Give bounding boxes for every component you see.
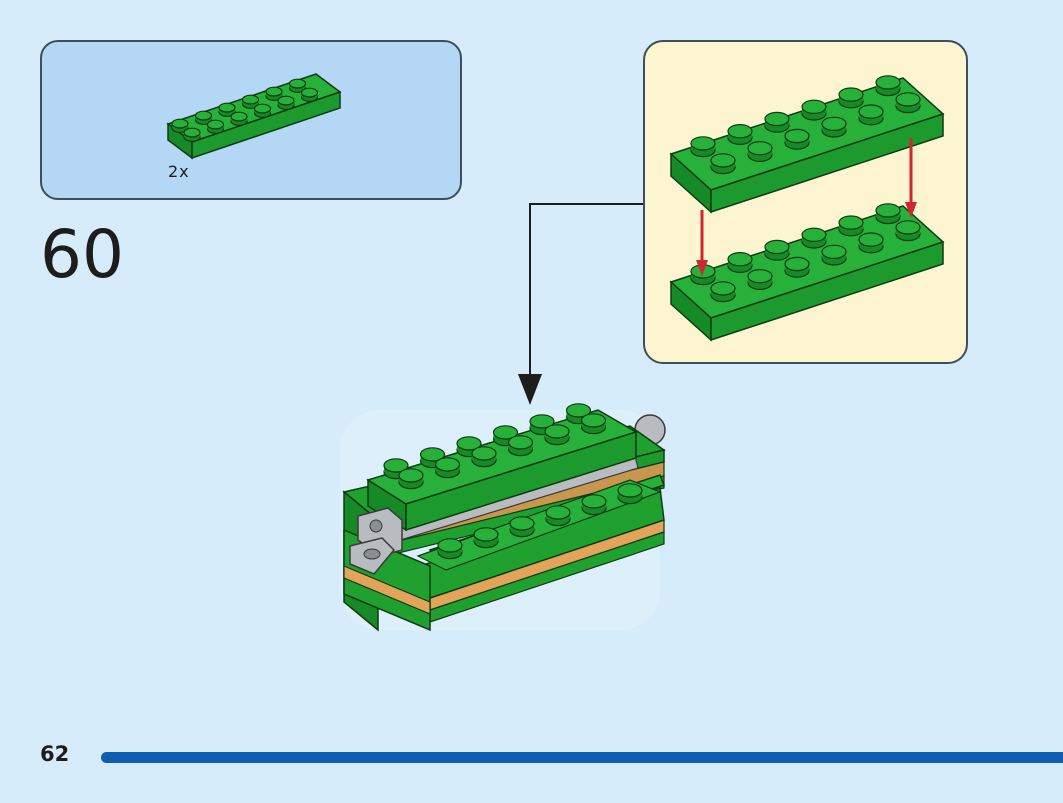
stud (544, 424, 570, 446)
progress-bar (101, 752, 1063, 763)
stud (875, 203, 901, 225)
stud (456, 436, 482, 458)
stud (858, 104, 884, 126)
progress-fill (101, 752, 1063, 763)
stud (183, 127, 201, 142)
stud (253, 103, 272, 118)
step-number: 60 (40, 216, 124, 293)
stud (875, 75, 901, 97)
stud (747, 140, 773, 163)
stud (727, 123, 753, 146)
bottom-plate (669, 203, 945, 342)
stud (784, 128, 810, 150)
stud (288, 78, 307, 94)
green-plate-2x6-icon (166, 73, 342, 160)
stud (545, 505, 571, 527)
stud (434, 457, 461, 479)
stud (838, 87, 864, 109)
stud (895, 220, 921, 242)
stud (383, 458, 409, 480)
stud (801, 227, 827, 249)
stud (473, 527, 499, 549)
stud (727, 251, 753, 273)
stud (398, 468, 424, 490)
stud (764, 111, 790, 133)
parts-list-box: 2x (40, 40, 462, 200)
page-number: 62 (40, 742, 70, 766)
stud (471, 446, 497, 468)
stud (764, 239, 790, 261)
stud (277, 95, 295, 110)
top-plate (669, 75, 945, 214)
stud (581, 494, 607, 516)
stud (747, 268, 773, 290)
stud (821, 244, 847, 266)
stud (710, 281, 736, 303)
stud (895, 92, 921, 114)
stud (419, 447, 446, 469)
stud (171, 118, 189, 133)
stud (194, 110, 213, 125)
stud (801, 99, 827, 121)
stud (858, 232, 884, 254)
callout-assembly (669, 75, 945, 342)
stud (580, 413, 607, 435)
red-arrow-down-icon (696, 210, 708, 276)
callout-box (643, 40, 968, 364)
gray-clip-icon (349, 507, 403, 575)
stud (784, 256, 810, 278)
stud (230, 111, 248, 126)
stud (206, 119, 225, 134)
stud (300, 87, 319, 103)
stud (710, 153, 736, 175)
stud (241, 94, 260, 109)
main-model (340, 403, 666, 632)
stud (265, 86, 283, 102)
stud (690, 136, 716, 158)
stud (838, 215, 864, 237)
stud (507, 435, 534, 457)
stud (218, 102, 236, 117)
stud (617, 483, 643, 505)
stud (509, 516, 535, 538)
stud (821, 116, 847, 138)
quantity-label: 2x (168, 162, 190, 181)
red-arrow-down-icon (905, 138, 917, 218)
stud (437, 538, 463, 560)
